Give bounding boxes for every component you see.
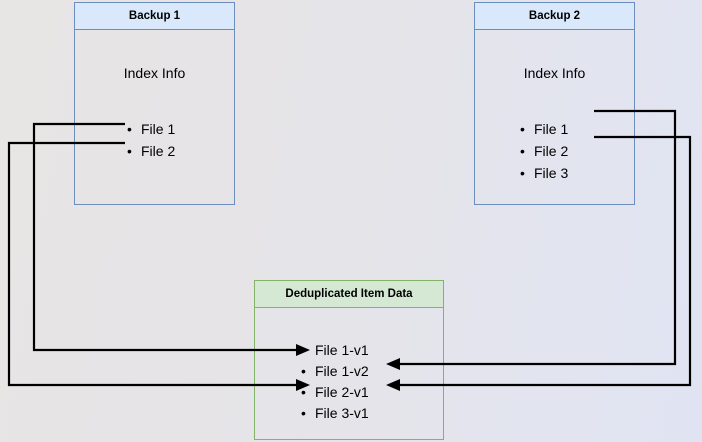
backup-2-index-info-label: Index Info [523, 65, 586, 81]
backup-2-file-list: File 1 File 2 File 3 [520, 118, 568, 184]
list-item[interactable]: File 3 [520, 162, 568, 184]
node-backup-2-body: Index Info File 1 File 2 File 3 [475, 30, 634, 204]
dedup-file-list: File 1-v1 File 1-v2 File 2-v1 File 3-v1 [301, 340, 369, 424]
list-item[interactable]: File 1 [127, 118, 175, 140]
node-backup-2-title: Backup 2 [475, 3, 634, 30]
node-deduplicated-item-data-body: File 1-v1 File 1-v2 File 2-v1 File 3-v1 [255, 308, 443, 439]
list-item[interactable]: File 2 [127, 140, 175, 162]
node-backup-1[interactable]: Backup 1 Index Info File 1 File 2 [74, 2, 235, 205]
node-backup-2[interactable]: Backup 2 Index Info File 1 File 2 File 3 [474, 2, 635, 205]
node-backup-1-title: Backup 1 [75, 3, 234, 30]
list-item[interactable]: File 1-v1 [301, 340, 369, 361]
node-deduplicated-item-data-title: Deduplicated Item Data [255, 281, 443, 308]
backup-1-index-info-label: Index Info [123, 65, 186, 81]
node-backup-1-body: Index Info File 1 File 2 [75, 30, 234, 204]
list-item[interactable]: File 2-v1 [301, 382, 369, 403]
list-item[interactable]: File 1-v2 [301, 361, 369, 382]
list-item[interactable]: File 1 [520, 118, 568, 140]
backup-1-file-list: File 1 File 2 [127, 118, 175, 162]
node-deduplicated-item-data[interactable]: Deduplicated Item Data File 1-v1 File 1-… [254, 280, 444, 440]
list-item[interactable]: File 2 [520, 140, 568, 162]
list-item[interactable]: File 3-v1 [301, 403, 369, 424]
